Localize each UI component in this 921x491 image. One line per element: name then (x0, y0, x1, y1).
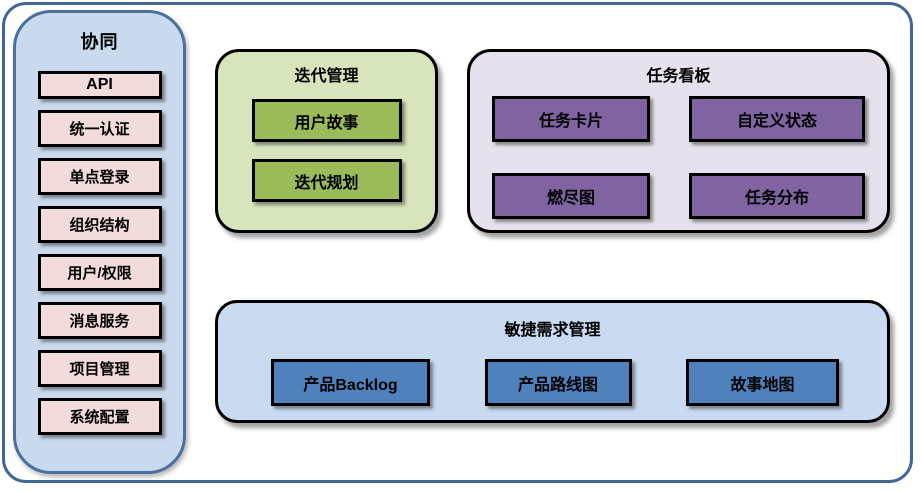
item-task-distribution: 任务分布 (689, 173, 865, 219)
group-requirements-items: 产品Backlog 产品路线图 故事地图 (218, 359, 887, 406)
item-iteration-planning: 迭代规划 (251, 159, 402, 202)
sidebar-item-user-permissions: 用户/权限 (37, 254, 162, 291)
sidebar-item-system-config: 系统配置 (37, 398, 162, 435)
group-kanban-title: 任务看板 (646, 68, 711, 85)
sidebar-item-api: API (37, 71, 162, 99)
item-story-map: 故事地图 (686, 359, 839, 406)
sidebar-item-list: API 统一认证 单点登录 组织结构 用户/权限 消息服务 项目管理 系统配置 (16, 71, 183, 435)
group-iteration-management: 迭代管理 用户故事 迭代规划 (215, 49, 438, 233)
group-iteration-title: 迭代管理 (294, 68, 359, 85)
sidebar-item-unified-auth: 统一认证 (37, 110, 162, 147)
item-user-story: 用户故事 (251, 99, 402, 142)
item-burndown-chart: 燃尽图 (492, 173, 650, 219)
item-custom-status: 自定义状态 (689, 96, 865, 142)
sidebar-item-sso: 单点登录 (37, 158, 162, 195)
sidebar-item-project-management: 项目管理 (37, 350, 162, 387)
group-requirements-title: 敏捷需求管理 (504, 322, 601, 339)
item-product-roadmap: 产品路线图 (484, 359, 632, 406)
item-task-card: 任务卡片 (492, 96, 650, 142)
group-task-kanban: 任务看板 任务卡片 自定义状态 燃尽图 任务分布 (467, 49, 890, 233)
group-kanban-items: 任务卡片 自定义状态 燃尽图 任务分布 (470, 96, 887, 219)
item-product-backlog: 产品Backlog (271, 359, 430, 406)
sidebar-collaboration: 协同 API 统一认证 单点登录 组织结构 用户/权限 消息服务 项目管理 系统… (13, 10, 186, 474)
sidebar-item-message-service: 消息服务 (37, 302, 162, 339)
group-iteration-items: 用户故事 迭代规划 (218, 99, 435, 202)
group-agile-requirements: 敏捷需求管理 产品Backlog 产品路线图 故事地图 (215, 300, 890, 423)
sidebar-title: 协同 (80, 32, 119, 52)
sidebar-item-org-structure: 组织结构 (37, 206, 162, 243)
